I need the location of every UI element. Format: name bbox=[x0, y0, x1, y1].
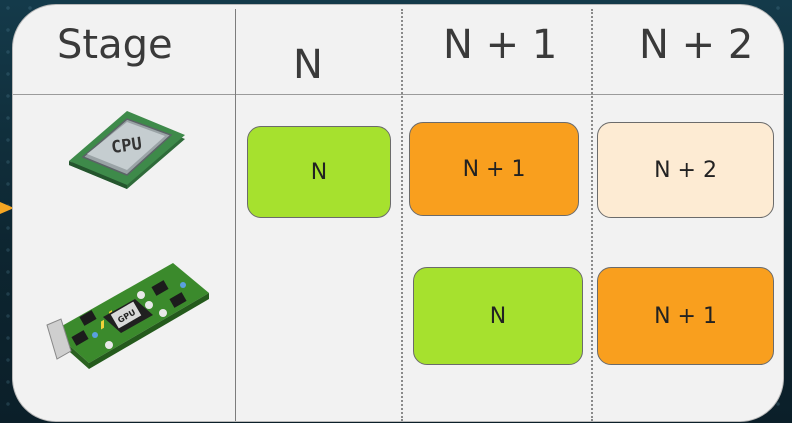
header-n: N bbox=[293, 45, 323, 85]
stage-column-divider bbox=[235, 9, 236, 421]
column-divider-2 bbox=[591, 9, 593, 421]
cpu-icon: CPU bbox=[65, 109, 189, 193]
cell-row1-n: N bbox=[247, 126, 391, 218]
cell-row1-n-plus-2: N + 2 bbox=[597, 122, 774, 218]
cpu-label: CPU bbox=[110, 134, 143, 158]
column-divider-1 bbox=[401, 9, 403, 421]
header-divider bbox=[13, 94, 783, 95]
cell-row2-n-plus-1: N + 1 bbox=[597, 267, 774, 365]
header-n-plus-1: N + 1 bbox=[443, 25, 557, 65]
gpu-card-icon: GPU bbox=[43, 255, 213, 373]
header-n-plus-2: N + 2 bbox=[639, 25, 753, 65]
cell-row2-n: N bbox=[413, 267, 583, 365]
header-stage: Stage bbox=[57, 25, 173, 65]
cell-row1-n-plus-1: N + 1 bbox=[409, 122, 579, 216]
pipeline-table: Stage N N + 1 N + 2 CPU GPU bbox=[12, 4, 784, 422]
